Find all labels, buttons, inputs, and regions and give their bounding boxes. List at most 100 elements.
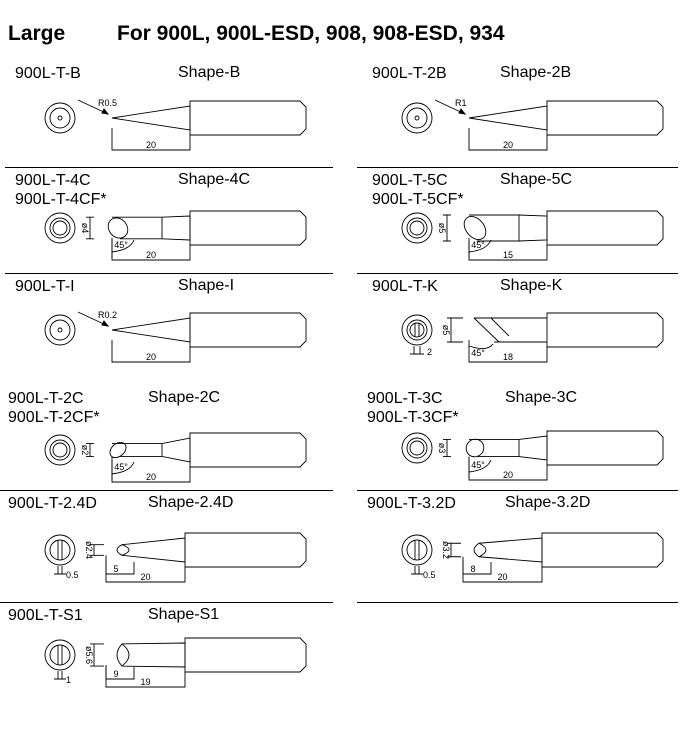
radius-label: R0.2 bbox=[98, 310, 117, 320]
bevel-shank bbox=[469, 435, 548, 461]
tip-code: 900L-T-3CF* bbox=[367, 409, 459, 426]
angle-label: 45° bbox=[114, 240, 128, 250]
end-view-point bbox=[57, 115, 63, 121]
tip-body bbox=[189, 312, 307, 348]
shape-label: Shape-2C bbox=[148, 389, 221, 406]
angle-arc bbox=[468, 343, 494, 349]
end-view-outer-circle bbox=[401, 102, 433, 134]
tip-code: 900L-T-2B bbox=[372, 65, 447, 82]
width-dim bbox=[411, 566, 423, 575]
divider bbox=[0, 490, 333, 491]
end-view-outer-circle bbox=[44, 434, 76, 466]
flat-dim bbox=[462, 556, 492, 575]
length-label: 20 bbox=[146, 352, 156, 362]
end-view-outer-circle bbox=[401, 432, 433, 464]
end-view-blade bbox=[414, 323, 420, 337]
shape-label: Shape-2.4D bbox=[148, 494, 234, 511]
length-dim bbox=[468, 340, 548, 363]
tip-code: 900L-T-3.2D bbox=[367, 495, 456, 512]
angle-label: 45° bbox=[114, 462, 128, 472]
end-view-outer-circle bbox=[44, 102, 76, 134]
tip-code: 900L-T-3C bbox=[367, 390, 443, 407]
end-view-point bbox=[57, 327, 63, 333]
tip-code: 900L-T-4C bbox=[15, 172, 91, 189]
tip-panel: 900L-T-K Shape-K 2 ø5 45° 18 bbox=[357, 273, 690, 383]
diameter-dim bbox=[90, 544, 104, 556]
length-label: 20 bbox=[503, 470, 513, 480]
tip-body bbox=[184, 532, 307, 568]
chisel-tip bbox=[473, 537, 543, 563]
length-dim bbox=[105, 665, 186, 688]
diameter-label: ø5 bbox=[441, 325, 451, 336]
flat-label: 9 bbox=[113, 669, 118, 679]
divider bbox=[357, 490, 678, 491]
diameter-label: ø2.4 bbox=[84, 541, 94, 559]
width-dim bbox=[410, 346, 424, 355]
bevel-shank bbox=[112, 437, 191, 463]
width-dim bbox=[54, 671, 66, 680]
shape-label: Shape-B bbox=[178, 64, 241, 81]
tip-code: 900L-T-K bbox=[372, 278, 438, 295]
length-dim bbox=[105, 560, 186, 583]
end-view-inner-circle bbox=[406, 319, 428, 341]
bevel-face bbox=[465, 438, 485, 458]
chisel-face bbox=[121, 544, 130, 556]
end-view-core bbox=[52, 442, 68, 458]
tip-panel: 900L-T-I Shape-I R0.2 20 bbox=[0, 273, 333, 383]
divider bbox=[5, 273, 333, 274]
length-label: 18 bbox=[503, 352, 513, 362]
angle-label: 45° bbox=[471, 460, 485, 470]
divider bbox=[357, 273, 678, 274]
tip-body bbox=[184, 637, 307, 673]
tip-code: 900L-T-B bbox=[15, 65, 81, 82]
knife-blade bbox=[473, 317, 547, 343]
tip-drawing: 2 ø5 45° 18 bbox=[401, 312, 664, 363]
flat-label: 8 bbox=[470, 564, 475, 574]
divider bbox=[357, 602, 678, 603]
width-label: 0.5 bbox=[66, 570, 79, 580]
tip-body bbox=[189, 100, 307, 136]
diameter-dim bbox=[443, 438, 451, 458]
shape-label: Shape-K bbox=[500, 277, 563, 294]
models-heading: For 900L, 900L-ESD, 908, 908-ESD, 934 bbox=[117, 22, 505, 45]
tip-code: 900L-T-I bbox=[15, 278, 75, 295]
end-view-outer-circle bbox=[44, 212, 76, 244]
diameter-dim bbox=[86, 443, 94, 457]
cone-tip bbox=[111, 317, 191, 343]
end-view-inner-circle bbox=[406, 539, 428, 561]
diameter-label: ø3 bbox=[437, 443, 447, 454]
arrow-icon bbox=[101, 108, 110, 115]
end-view-inner-circle bbox=[49, 217, 71, 239]
width-label: 2 bbox=[427, 347, 432, 357]
end-view-chisel bbox=[57, 540, 63, 560]
tip-body bbox=[189, 210, 307, 246]
diameter-dim bbox=[86, 216, 94, 240]
end-view-chisel bbox=[57, 645, 63, 665]
end-view-core bbox=[409, 440, 425, 456]
shape-label: Shape-I bbox=[178, 277, 235, 294]
angle-label: 45° bbox=[471, 348, 485, 358]
tip-code: 900L-T-4CF* bbox=[15, 191, 107, 208]
tip-code: 900L-T-2C bbox=[8, 390, 84, 407]
bevel-face bbox=[107, 217, 129, 239]
chisel-tip bbox=[116, 642, 186, 668]
diameter-label: ø3.2 bbox=[441, 541, 451, 559]
cone-tip bbox=[468, 105, 548, 131]
length-dim bbox=[111, 460, 191, 483]
length-dim bbox=[111, 238, 191, 261]
bevel-shank bbox=[469, 214, 548, 242]
diameter-label: ø5.6 bbox=[84, 646, 94, 664]
tip-body bbox=[546, 430, 664, 466]
end-view-inner-circle bbox=[49, 107, 71, 129]
end-view-outer-circle bbox=[401, 534, 433, 566]
arrow-icon bbox=[101, 320, 110, 327]
